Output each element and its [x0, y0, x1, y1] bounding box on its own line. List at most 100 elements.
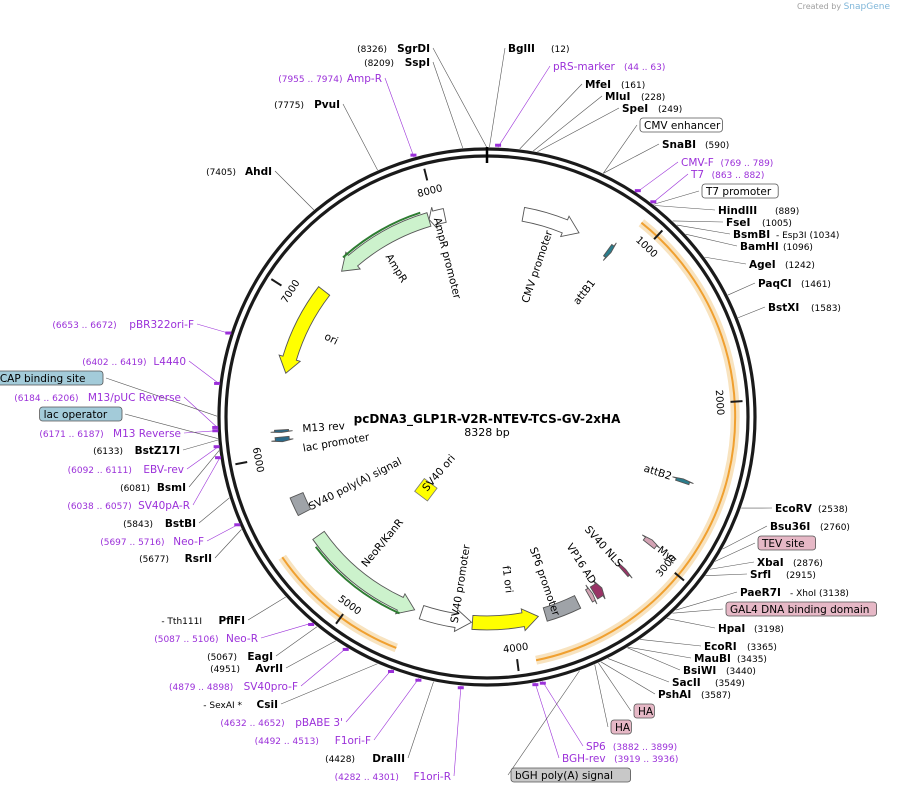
callout-text: bGH poly(A) signal — [515, 770, 613, 782]
site-bsmbi: BsmBI- Esp3I (1034) — [733, 229, 839, 241]
leader-sacii — [607, 658, 670, 683]
site-coord: (249) — [658, 105, 682, 115]
site-coord: (3549) — [715, 679, 745, 689]
callout-box — [639, 117, 723, 133]
callout-text: HA — [638, 706, 654, 718]
site-name: SacII — [672, 677, 701, 689]
callout-box — [39, 406, 123, 422]
primer-coord: (6184 .. 6206) — [14, 394, 78, 404]
primer-mark-pbabe-3 — [388, 670, 395, 674]
feature-m13-rev — [270, 428, 293, 433]
feature-attb2 — [672, 476, 694, 486]
site-coord: (4951) — [210, 665, 240, 675]
primer-sv40pro-f: SV40pro-F(4879 .. 4898) — [169, 681, 298, 693]
leader-srfi — [705, 573, 748, 577]
primer-cmv-f: CMV-F(769 .. 789) — [681, 157, 773, 169]
primer-mark-l4440 — [214, 381, 221, 385]
leader-ha — [594, 664, 609, 728]
leader-hindiii — [654, 205, 716, 211]
site-sspi: SspI(8209) — [364, 57, 430, 69]
site-name: SpeI — [622, 103, 648, 115]
site-name: RsrII — [185, 553, 212, 565]
site-spei: SpeI (249) — [622, 103, 682, 115]
leader-paer7i — [675, 591, 738, 611]
site-name: BsmBI — [733, 229, 770, 241]
callout-text: CMV enhancer — [644, 120, 721, 132]
feature-label-sv40-promoter: SV40 promoter — [449, 543, 473, 624]
callout-text: lac operator — [44, 409, 108, 421]
leader-bamhi — [685, 233, 738, 247]
primer-coord: (4492 .. 4513) — [255, 737, 319, 747]
leader-bsiwi — [627, 647, 681, 671]
site-coord: (228) — [641, 93, 665, 103]
feature-sv40-poly-a-signal — [289, 492, 312, 517]
leader-f1ori-r — [453, 685, 462, 777]
site-coord: (3365) — [747, 643, 777, 653]
primer-coord: (863 .. 882) — [712, 171, 765, 181]
plasmid-size: 8328 bp — [464, 426, 509, 439]
feature-label-vp16-ad: VP16 AD — [564, 541, 599, 586]
feature-myc — [641, 534, 661, 550]
site-coord: (5843) — [123, 520, 153, 530]
primer-name: SP6 — [586, 741, 606, 753]
feature-label-attb1: attB1 — [571, 277, 598, 307]
site-bstxi: BstXI(1583) — [768, 302, 841, 314]
site-name: BglII — [508, 43, 535, 55]
feature-callout-cap-binding-site: CAP binding site — [0, 370, 104, 386]
site-fsei: FseI(1005) — [726, 217, 792, 229]
feature-sv40-nls — [617, 561, 633, 579]
orf-layer — [278, 219, 740, 665]
site-coord: (5677) — [139, 555, 169, 565]
primer-name: SV40pA-R — [138, 500, 190, 512]
site-name: BstXI — [768, 302, 799, 314]
leader-amp-r — [384, 77, 415, 158]
primer-bgh-rev: BGH-rev(3919 .. 3936) — [562, 753, 678, 765]
feature-attb1 — [602, 242, 617, 261]
primer-mark-f1ori-f — [415, 678, 422, 682]
site-ecorv: EcoRV(2538) — [775, 503, 848, 515]
primer-f1ori-f: F1ori-F(4492 .. 4513) — [255, 735, 371, 747]
leader-bstxi — [737, 306, 766, 319]
site-coord: (3198) — [754, 625, 784, 635]
site-coord: (2915) — [786, 571, 816, 581]
leader-mfei — [519, 83, 583, 150]
site-name: CsiI — [257, 699, 278, 711]
site-snabi: SnaBI(590) — [662, 139, 729, 151]
site-name: PaqCI — [758, 278, 792, 290]
site-coord: (3587) — [701, 691, 731, 701]
site-coord: (2760) — [820, 523, 850, 533]
primer-mark-sp6 — [539, 681, 546, 685]
feature-label-attb2: attB2 — [642, 463, 673, 483]
site-coord: - Tth111I — [161, 617, 202, 627]
leader-lines — [105, 47, 773, 777]
feature-layer — [270, 206, 694, 633]
site-name: AhdI — [245, 166, 272, 178]
primer-mark-pbr322ori-f — [225, 331, 232, 335]
site-coord: (2876) — [793, 559, 823, 569]
primer-l4440: L4440(6402 .. 6419) — [82, 356, 186, 368]
primer-name: M13/pUC Reverse — [88, 392, 181, 404]
callout-box — [610, 719, 632, 735]
primer-neo-f: Neo-F(5697 .. 5716) — [100, 536, 204, 548]
callout-box — [510, 767, 631, 783]
site-name: HpaI — [718, 623, 745, 635]
primer-mark-sv40pa-r — [215, 456, 222, 460]
feature-label-ampr-promoter: AmpR promoter — [431, 216, 463, 300]
primer-name: SV40pro-F — [244, 681, 298, 693]
feature-ha — [584, 584, 598, 605]
leader-eagi — [275, 626, 318, 657]
feature-neor-kanr — [312, 530, 416, 615]
feature-bgh-poly-a-signal — [542, 595, 582, 622]
tick-label-4000: 4000 — [503, 642, 530, 656]
credit-brand: SnapGene — [843, 2, 890, 12]
leader-agei — [704, 256, 747, 265]
feature-label-ori: ori — [322, 331, 340, 348]
tick-5000 — [335, 613, 344, 625]
leader-fsei — [672, 220, 724, 223]
leader-cmv-f — [636, 161, 679, 193]
site-name: HindIII — [718, 205, 757, 217]
primer-mark-neo-r — [308, 622, 315, 626]
site-coord: - XhoI (3138) — [790, 589, 849, 599]
primer-coord: (7955 .. 7974) — [278, 75, 342, 85]
